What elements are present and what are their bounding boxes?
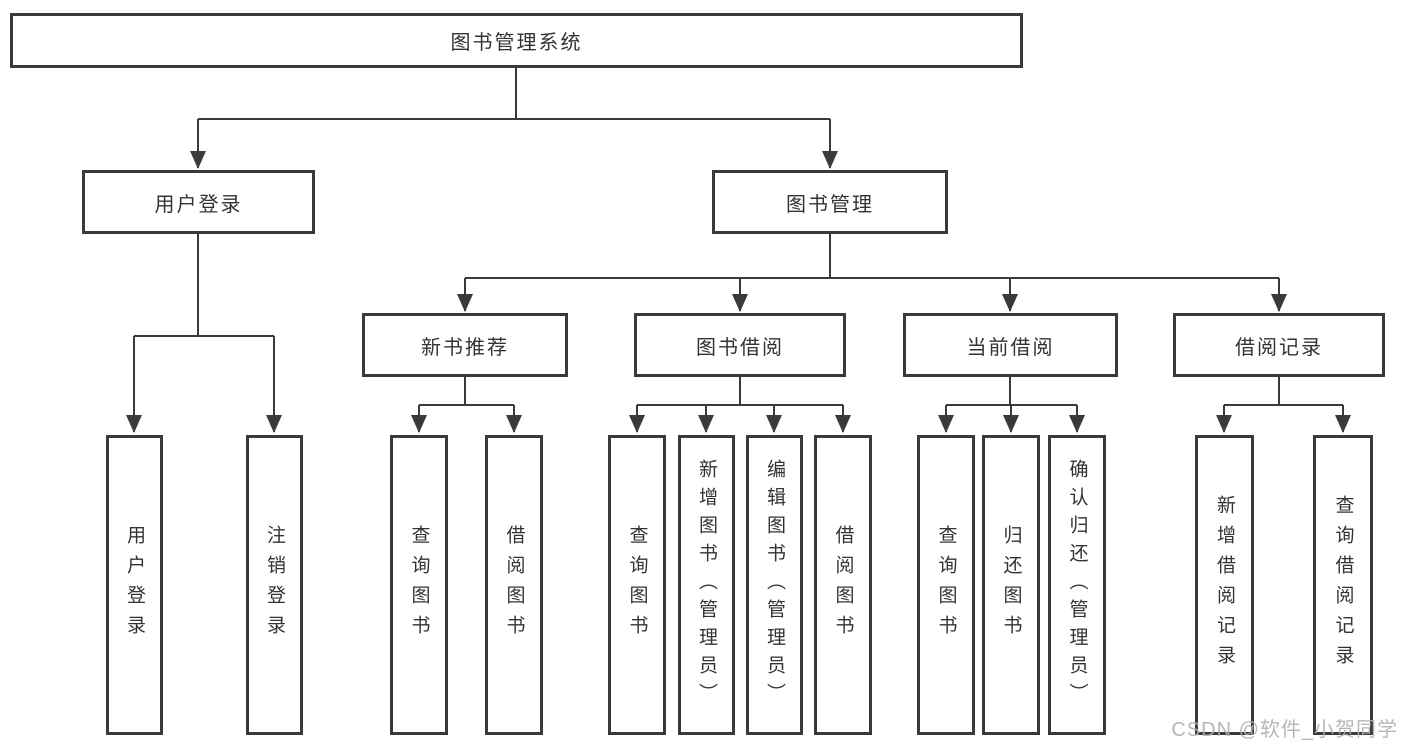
leaf-query-borrow-record-label: 查询借阅记录 <box>1332 495 1354 675</box>
leaf-user-login-label: 用户登录 <box>124 525 145 645</box>
leaf-query-borrow-record: 查询借阅记录 <box>1313 435 1373 735</box>
leaf-query-books-current-label: 查询图书 <box>935 525 957 645</box>
leaf-add-books-admin: 新增图书（管理员） <box>678 435 735 735</box>
node-book-management: 图书管理 <box>712 170 948 234</box>
leaf-query-books-recommend-label: 查询图书 <box>408 525 430 645</box>
node-user-login: 用户登录 <box>82 170 315 234</box>
node-new-book-recommendation-label: 新书推荐 <box>421 336 509 359</box>
leaf-edit-books-admin-label: 编辑图书（管理员） <box>764 459 785 711</box>
node-book-borrowing-label: 图书借阅 <box>696 336 784 359</box>
leaf-logout: 注销登录 <box>246 435 303 735</box>
leaf-query-books-recommend: 查询图书 <box>390 435 448 735</box>
leaf-borrow-books-borrowing-label: 借阅图书 <box>832 525 854 645</box>
leaf-borrow-books-borrowing: 借阅图书 <box>814 435 872 735</box>
leaf-return-books: 归还图书 <box>982 435 1040 735</box>
leaf-add-borrow-record-label: 新增借阅记录 <box>1214 495 1235 675</box>
node-current-borrowing: 当前借阅 <box>903 313 1118 377</box>
node-root: 图书管理系统 <box>10 13 1023 68</box>
node-borrowing-records: 借阅记录 <box>1173 313 1385 377</box>
node-new-book-recommendation: 新书推荐 <box>362 313 568 377</box>
node-book-management-label: 图书管理 <box>786 193 874 216</box>
node-user-login-label: 用户登录 <box>154 193 243 216</box>
node-root-label: 图书管理系统 <box>450 32 583 54</box>
leaf-query-books-borrowing-label: 查询图书 <box>626 525 648 645</box>
leaf-add-books-admin-label: 新增图书（管理员） <box>696 459 717 711</box>
leaf-query-books-borrowing: 查询图书 <box>608 435 666 735</box>
leaf-confirm-return-admin-label: 确认归还（管理员） <box>1066 459 1088 711</box>
csdn-watermark: CSDN @软件_小贺同学 <box>1171 719 1398 741</box>
leaf-add-borrow-record: 新增借阅记录 <box>1195 435 1254 735</box>
leaf-user-login: 用户登录 <box>106 435 163 735</box>
node-borrowing-records-label: 借阅记录 <box>1235 336 1323 359</box>
leaf-borrow-books-recommend: 借阅图书 <box>485 435 543 735</box>
leaf-borrow-books-recommend-label: 借阅图书 <box>503 525 525 645</box>
leaf-logout-label: 注销登录 <box>264 525 285 645</box>
leaf-query-books-current: 查询图书 <box>917 435 975 735</box>
leaf-edit-books-admin: 编辑图书（管理员） <box>746 435 803 735</box>
leaf-confirm-return-admin: 确认归还（管理员） <box>1048 435 1106 735</box>
leaf-return-books-label: 归还图书 <box>1000 525 1022 645</box>
node-current-borrowing-label: 当前借阅 <box>966 336 1055 359</box>
node-book-borrowing: 图书借阅 <box>634 313 846 377</box>
